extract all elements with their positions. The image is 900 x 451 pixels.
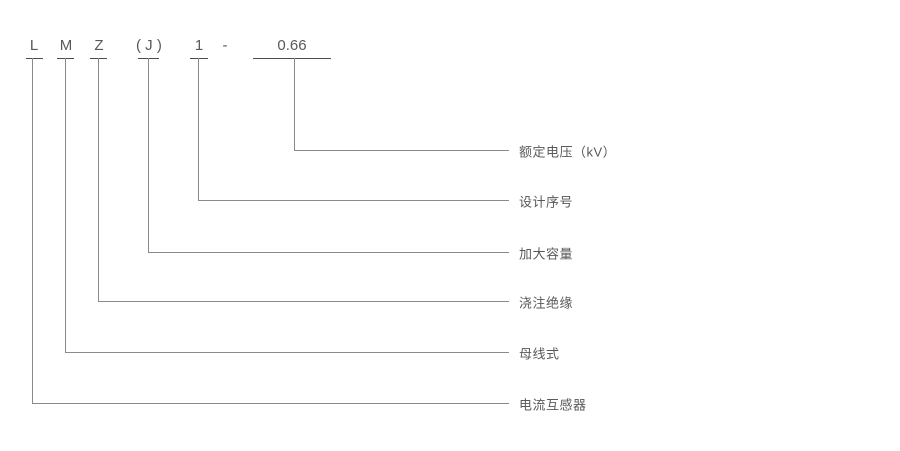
code-char-m: M xyxy=(59,37,73,54)
connector-hline-voltage xyxy=(294,150,509,151)
connector-vline-current-transformer xyxy=(32,58,33,404)
code-underline-l xyxy=(26,58,43,59)
connector-vline-cast-insulation xyxy=(98,58,99,302)
connector-vline-busbar-type xyxy=(65,58,66,353)
label-rated-voltage: 额定电压（kV） xyxy=(519,144,617,160)
connector-hline-busbar-type xyxy=(65,352,509,353)
code-char-1: 1 xyxy=(194,37,204,54)
code-underline-voltage-value xyxy=(253,58,331,59)
connector-hline-current-transformer xyxy=(32,403,509,404)
code-char-z: Z xyxy=(94,37,104,54)
connector-vline-voltage xyxy=(294,58,295,151)
connector-hline-cast-insulation xyxy=(98,301,509,302)
label-current-transformer: 电流互感器 xyxy=(519,397,587,413)
code-char-j: ( J ) xyxy=(136,37,162,54)
code-underline-1 xyxy=(190,58,208,59)
connector-hline-design-serial xyxy=(198,200,509,201)
label-increased-capacity: 加大容量 xyxy=(519,246,574,262)
code-separator-hyphen: - xyxy=(222,37,228,54)
label-cast-insulation: 浇注绝缘 xyxy=(519,295,574,311)
connector-hline-increased-capacity xyxy=(148,252,509,253)
code-char-l: L xyxy=(29,37,39,54)
label-design-serial-number: 设计序号 xyxy=(519,194,574,210)
connector-vline-design-serial xyxy=(198,58,199,201)
label-busbar-type: 母线式 xyxy=(519,346,560,362)
connector-vline-increased-capacity xyxy=(148,58,149,253)
code-char-voltage-value: 0.66 xyxy=(277,37,307,54)
